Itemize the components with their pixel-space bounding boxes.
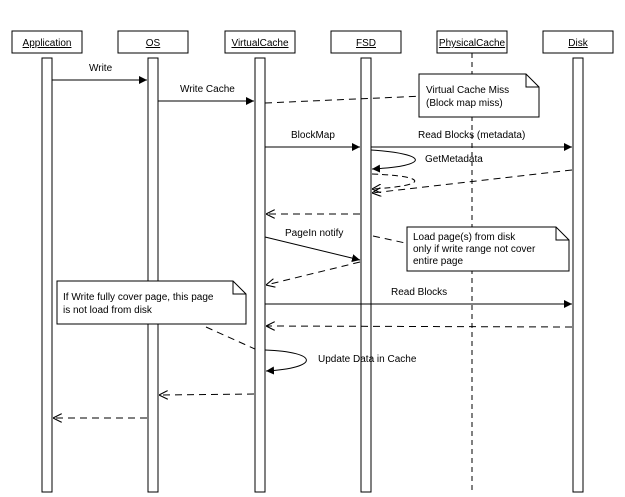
note-virtual-cache-miss: Virtual Cache Miss (Block map miss) [418, 73, 540, 118]
activation-disk [572, 57, 584, 493]
message-write: Write [52, 63, 147, 84]
note-line: (Block map miss) [426, 98, 503, 109]
participant-disk: Disk [542, 30, 614, 54]
note-load-pages: Load page(s) from disk only if write ran… [406, 226, 570, 272]
message-read-blocks-meta: Read Blocks (metadata) [371, 130, 572, 151]
message-label-blockmap: BlockMap [291, 130, 335, 141]
activation-fsd [360, 57, 372, 493]
activation-os [147, 57, 159, 493]
message-label-pagein-notify: PageIn notify [285, 228, 343, 239]
participant-pc: PhysicalCache [436, 30, 508, 54]
message-get-metadata: GetMetadata [370, 149, 483, 173]
participant-os: OS [117, 30, 189, 54]
note-line: Virtual Cache Miss [426, 85, 509, 96]
participant-fsd: FSD [330, 30, 402, 54]
message-label-get-metadata: GetMetadata [425, 154, 483, 165]
note-line: is not load from disk [63, 305, 153, 316]
participant-label-pc: PhysicalCache [439, 38, 506, 49]
participant-label-os: OS [146, 38, 161, 49]
note-line: only if write range not cover [413, 244, 536, 255]
message-return-vc-os [159, 394, 255, 395]
activation-app [41, 57, 53, 493]
message-update-data: Update Data in Cache [264, 349, 417, 375]
participant-label-app: Application [23, 38, 72, 49]
note-connector-write-fully [205, 326, 256, 350]
participant-label-disk: Disk [568, 38, 588, 49]
message-blockmap: BlockMap [265, 130, 360, 151]
message-return-disk-fsd [372, 169, 573, 193]
message-write-cache: Write Cache [158, 84, 254, 105]
message-label-write: Write [89, 63, 113, 74]
message-return-fsd-vc-2 [266, 261, 361, 285]
message-label-read-blocks-meta: Read Blocks (metadata) [418, 130, 525, 141]
participant-vc: VirtualCache [224, 30, 296, 54]
note-connector-virtual-cache-miss [264, 95, 425, 104]
message-label-read-blocks: Read Blocks [391, 287, 447, 298]
message-label-write-cache: Write Cache [180, 84, 235, 95]
note-line: Load page(s) from disk [413, 232, 516, 243]
participant-app: Application [11, 30, 83, 54]
participant-label-fsd: FSD [356, 38, 376, 49]
note-write-fully: If Write fully cover page, this page is … [56, 280, 247, 325]
message-pagein-notify: PageIn notify [264, 228, 361, 263]
note-line: If Write fully cover page, this page [63, 292, 214, 303]
message-return-disk-vc [266, 326, 573, 327]
message-return-self [372, 173, 416, 189]
message-read-blocks: Read Blocks [265, 287, 572, 308]
message-label-update-data: Update Data in Cache [318, 354, 417, 365]
participant-label-vc: VirtualCache [231, 38, 289, 49]
activation-vc [254, 57, 266, 493]
note-line: entire page [413, 256, 463, 267]
note-connector-load-pages [372, 235, 411, 245]
